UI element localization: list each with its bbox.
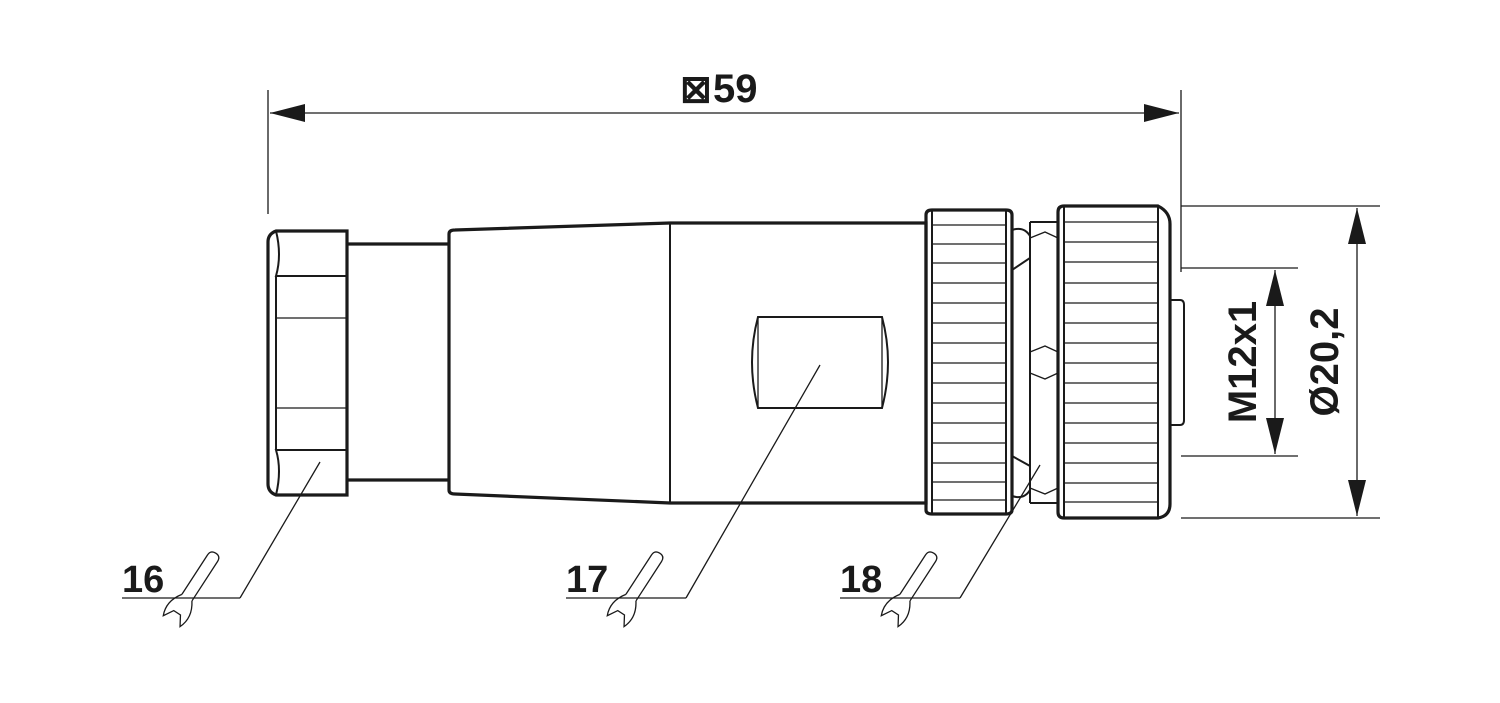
diameter-arrow-top (1348, 208, 1366, 244)
leader-line-16 (239, 461, 321, 599)
length-value: 59 (713, 67, 758, 111)
tool-label-18: 18 (840, 559, 882, 601)
thread-arrow-top (1266, 270, 1284, 306)
tool-callout-18: 18 (840, 464, 1041, 628)
knurled-ring-rear (924, 208, 1014, 516)
gland-neck (347, 242, 449, 482)
arrowhead-right (1144, 104, 1179, 122)
leader-line-18 (959, 464, 1041, 599)
diameter-dimension: Ø20,2 (1181, 205, 1380, 519)
connector-body (447, 221, 928, 505)
open-end-wrench-icon (606, 551, 664, 628)
thread-dimension: M12x1 (1181, 267, 1298, 457)
diameter-label: Ø20,2 (1303, 308, 1347, 417)
wrench-flat (751, 316, 889, 409)
cable-gland-hex-nut (266, 229, 349, 497)
tool-label-17: 17 (566, 559, 608, 601)
length-dimension: ⊠ 59 (267, 67, 1182, 272)
diameter-arrow-bottom (1348, 480, 1366, 516)
leader-line-17 (685, 364, 821, 599)
arrowhead-left (270, 104, 305, 122)
open-end-wrench-icon (880, 551, 938, 628)
length-symbol: ⊠ (680, 69, 712, 111)
coupling-hex (1011, 221, 1059, 504)
tool-label-16: 16 (122, 559, 164, 601)
open-end-wrench-icon (162, 551, 220, 628)
thread-label: M12x1 (1221, 301, 1265, 423)
thread-arrow-bottom (1266, 418, 1284, 454)
tool-callout-17: 17 (566, 364, 821, 628)
tool-callout-16: 16 (122, 461, 321, 628)
knurled-ring-front (1056, 204, 1185, 520)
